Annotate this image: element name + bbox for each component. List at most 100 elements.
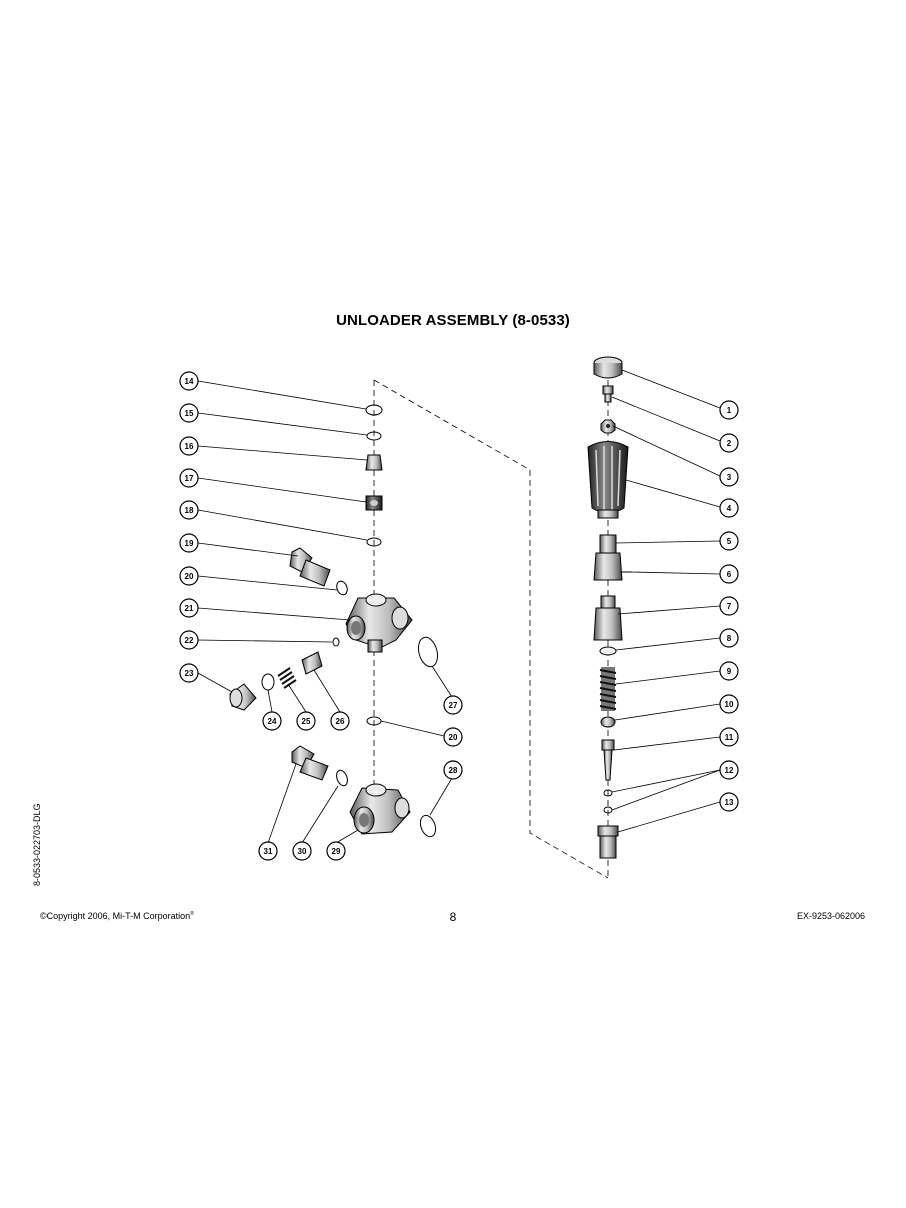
copyright-notice: ©Copyright 2006, Mi-T-M Corporation® [40, 911, 194, 921]
callout-31: 31 [258, 841, 278, 861]
svg-text:13: 13 [725, 798, 734, 807]
adjuster-part [593, 534, 632, 581]
callout-20: 20 [179, 566, 199, 586]
callout-30: 30 [292, 841, 312, 861]
callout-14: 14 [179, 371, 199, 391]
svg-text:14: 14 [185, 377, 194, 386]
callout-4: 4 [719, 498, 739, 518]
fitting-19-part [289, 547, 331, 587]
cap-part [593, 356, 623, 379]
knob-part [587, 441, 629, 519]
valve-body-21-part [345, 593, 413, 653]
svg-text:1: 1 [727, 406, 732, 415]
tee-body-29-part [349, 783, 411, 835]
screw-part [602, 385, 614, 403]
svg-text:23: 23 [185, 669, 194, 678]
svg-text:25: 25 [302, 717, 311, 726]
callout-2: 2 [719, 433, 739, 453]
svg-text:29: 29 [332, 847, 341, 856]
washer-15-part [366, 431, 382, 441]
piston-part [601, 739, 615, 781]
svg-text:24: 24 [268, 717, 277, 726]
callout-28: 28 [443, 760, 463, 780]
assembly-connector [373, 379, 609, 879]
svg-text:21: 21 [185, 604, 194, 613]
page-number: 8 [449, 910, 457, 924]
page-title: UNLOADER ASSEMBLY (8-0533) [336, 312, 570, 329]
callout-27: 27 [443, 695, 463, 715]
o-ring-small-upper [603, 789, 613, 797]
o-ring-28-part [419, 814, 437, 838]
callout-25: 25 [296, 711, 316, 731]
svg-text:30: 30 [298, 847, 307, 856]
svg-text:17: 17 [185, 474, 194, 483]
callout-11: 11 [719, 727, 739, 747]
callout-1: 1 [719, 400, 739, 420]
svg-text:28: 28 [449, 766, 458, 775]
svg-text:7: 7 [727, 602, 732, 611]
o-ring-14-part [365, 404, 383, 416]
seat-part [597, 825, 619, 859]
svg-text:5: 5 [727, 537, 732, 546]
callout-26: 26 [330, 711, 350, 731]
o-ring-27-part [417, 636, 439, 668]
callout-5: 5 [719, 531, 739, 551]
svg-text:15: 15 [185, 409, 194, 418]
callout-24: 24 [262, 711, 282, 731]
callout-20-lower: 20 [443, 727, 463, 747]
callout-3: 3 [719, 467, 739, 487]
callout-10: 10 [719, 694, 739, 714]
callout-16: 16 [179, 436, 199, 456]
callout-18: 18 [179, 500, 199, 520]
callout-9: 9 [719, 661, 739, 681]
callout-19: 19 [179, 533, 199, 553]
o-ring-20-upper-part [336, 580, 348, 596]
svg-text:12: 12 [725, 766, 734, 775]
washer-18-part [366, 537, 382, 547]
callout-7: 7 [719, 596, 739, 616]
callout-12: 12 [719, 760, 739, 780]
svg-text:3: 3 [727, 473, 732, 482]
fitting-31-part [291, 745, 329, 781]
svg-text:27: 27 [449, 701, 458, 710]
callout-8: 8 [719, 628, 739, 648]
o-ring-24-part [261, 673, 275, 691]
callout-22: 22 [179, 630, 199, 650]
svg-text:22: 22 [185, 636, 194, 645]
spring-25-part [277, 667, 297, 689]
washer-part [599, 646, 617, 656]
poppet-26-part [301, 651, 323, 675]
housing-part [593, 595, 623, 641]
svg-text:4: 4 [727, 504, 732, 513]
spring-seat-part [600, 716, 616, 728]
svg-text:20: 20 [185, 572, 194, 581]
callout-6: 6 [719, 564, 739, 584]
fitting-23-part [229, 683, 257, 711]
callout-15: 15 [179, 403, 199, 423]
spring-part [599, 667, 617, 711]
svg-text:9: 9 [727, 667, 732, 676]
callout-21: 21 [179, 598, 199, 618]
nut-part [600, 419, 616, 434]
document-code: EX-9253-062006 [796, 911, 865, 921]
svg-text:18: 18 [185, 506, 194, 515]
callout-29: 29 [326, 841, 346, 861]
svg-text:6: 6 [727, 570, 732, 579]
svg-text:31: 31 [264, 847, 273, 856]
svg-text:8: 8 [727, 634, 732, 643]
fitting-16-part [365, 454, 383, 471]
seal-17-part [365, 495, 383, 511]
leader-lines [197, 369, 721, 844]
svg-text:11: 11 [725, 733, 734, 742]
svg-text:10: 10 [725, 700, 734, 709]
svg-text:20: 20 [449, 733, 458, 742]
svg-text:16: 16 [185, 442, 194, 451]
callout-17: 17 [179, 468, 199, 488]
callout-13: 13 [719, 792, 739, 812]
o-ring-22-part [332, 637, 340, 647]
o-ring-30-part [336, 769, 348, 787]
callout-23: 23 [179, 663, 199, 683]
svg-text:26: 26 [336, 717, 345, 726]
svg-text:19: 19 [185, 539, 194, 548]
